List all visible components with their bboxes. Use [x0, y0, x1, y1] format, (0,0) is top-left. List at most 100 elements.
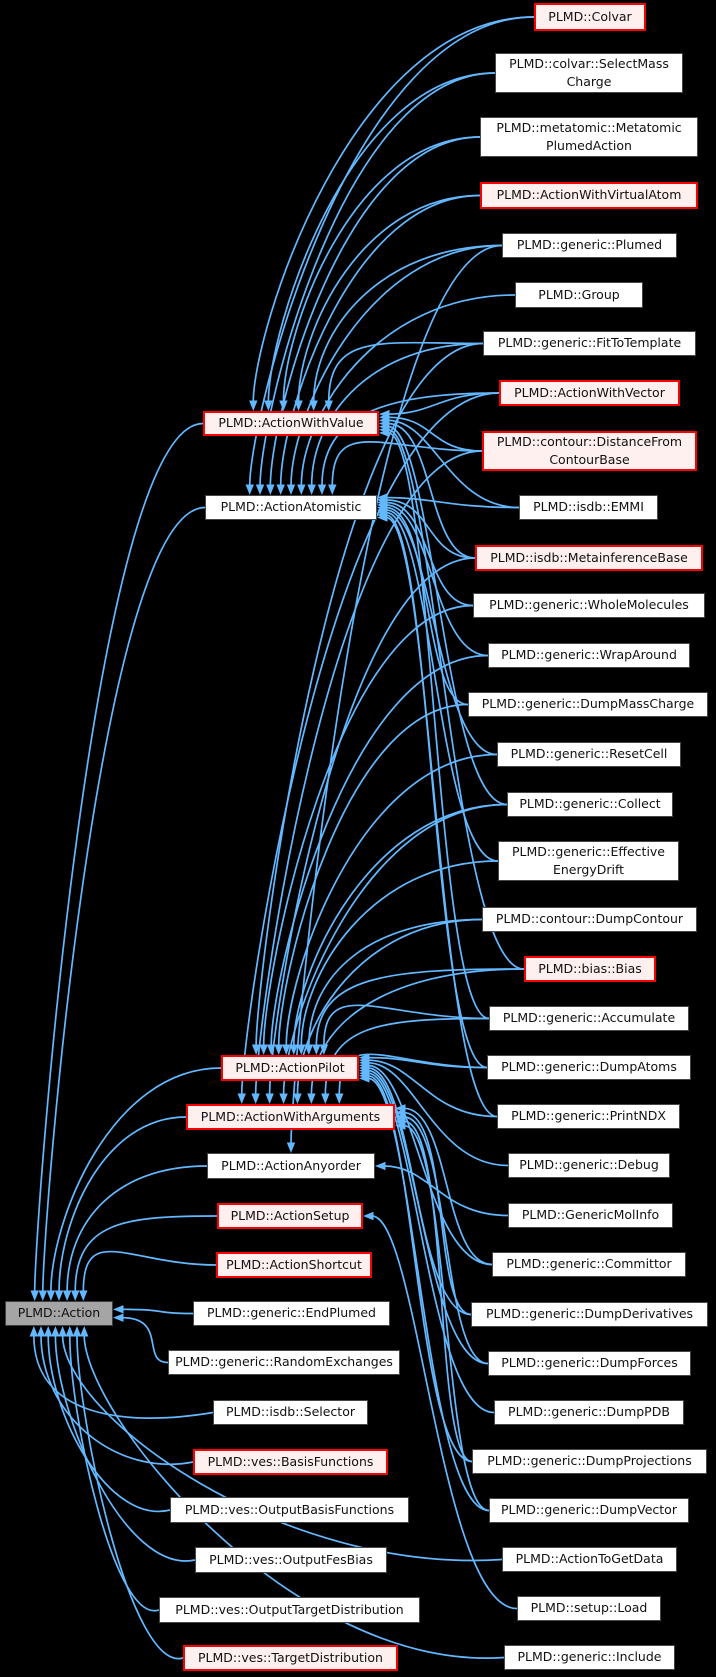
- inheritance-edge-awa-to-action: [58, 1116, 187, 1293]
- inheritance-arrowhead: [379, 428, 390, 438]
- class-node-label: PLMD::ves::OutputTargetDistribution: [175, 1601, 404, 1617]
- inheritance-edge-randomex-to-action: [121, 1316, 169, 1364]
- class-node-outfes[interactable]: PLMD::ves::OutputFesBias: [195, 1547, 387, 1573]
- class-node-awv[interactable]: PLMD::ActionWithValue: [203, 411, 379, 436]
- inheritance-arrowhead: [71, 1290, 80, 1301]
- class-node-collect[interactable]: PLMD::generic::Collect: [507, 792, 673, 817]
- class-node-label: PLMD::ActionSetup: [230, 1207, 350, 1223]
- class-node-label: PLMD::isdb::Selector: [226, 1404, 355, 1420]
- class-node-metainf[interactable]: PLMD::isdb::MetainferenceBase: [475, 545, 703, 571]
- inheritance-arrowhead: [321, 1093, 330, 1104]
- class-node-wholemol[interactable]: PLMD::generic::WholeMolecules: [473, 593, 705, 618]
- class-node-dumpforces[interactable]: PLMD::generic::DumpForces: [488, 1351, 691, 1376]
- class-node-label: PLMD::generic::RandomExchanges: [175, 1354, 393, 1370]
- inheritance-edge-ashort-to-action: [82, 1250, 217, 1293]
- inheritance-arrowhead: [307, 1093, 316, 1104]
- inheritance-arrowhead: [249, 400, 258, 411]
- inheritance-edge-group-to-aat: [300, 294, 516, 487]
- inheritance-arrowhead: [51, 1326, 60, 1337]
- inheritance-arrowhead: [297, 1044, 306, 1055]
- class-node-label: PLMD::generic::Effective: [511, 843, 665, 859]
- class-node-plumed[interactable]: PLMD::generic::Plumed: [502, 233, 677, 258]
- class-node-label: PLMD::ActionToGetData: [515, 1551, 664, 1567]
- class-node-label: PLMD::contour::DumpContour: [495, 911, 684, 927]
- inheritance-edge-awv-to-action: [33, 422, 204, 1293]
- class-node-accumulate[interactable]: PLMD::generic::Accumulate: [489, 1006, 689, 1031]
- class-node-basisf[interactable]: PLMD::ves::BasisFunctions: [193, 1449, 388, 1475]
- class-node-load[interactable]: PLMD::setup::Load: [517, 1596, 661, 1621]
- inheritance-edge-wholemol-to-apilot: [262, 604, 474, 1047]
- class-node-bias[interactable]: PLMD::bias::Bias: [524, 956, 656, 982]
- inheritance-edge-awvirtual-to-aat: [279, 194, 481, 487]
- class-node-dumppdb[interactable]: PLMD::generic::DumpPDB: [494, 1400, 684, 1425]
- inheritance-arrowhead: [46, 1290, 56, 1301]
- inheritance-edge-metainf-to-aat: [385, 499, 476, 559]
- class-node-awvirtual[interactable]: PLMD::ActionWithVirtualAtom: [480, 182, 698, 209]
- inheritance-edge-resetcell-to-apilot: [285, 753, 498, 1047]
- class-node-awa[interactable]: PLMD::ActionWithArguments: [186, 1104, 395, 1130]
- class-node-resetcell[interactable]: PLMD::generic::ResetCell: [497, 742, 681, 767]
- class-node-label: PLMD::ves::BasisFunctions: [207, 1453, 374, 1469]
- inheritance-arrowhead: [113, 1313, 124, 1322]
- class-node-actiontogetdata[interactable]: PLMD::ActionToGetData: [502, 1547, 677, 1572]
- class-node-aany[interactable]: PLMD::ActionAnyorder: [207, 1153, 375, 1179]
- class-node-outbasisf[interactable]: PLMD::ves::OutputBasisFunctions: [170, 1497, 409, 1523]
- inheritance-edge-apilot-to-action: [50, 1067, 222, 1293]
- class-node-dumpmc[interactable]: PLMD::generic::DumpMassCharge: [468, 692, 708, 717]
- class-node-randomex[interactable]: PLMD::generic::RandomExchanges: [168, 1350, 400, 1375]
- class-node-dumpcontour[interactable]: PLMD::contour::DumpContour: [482, 907, 697, 932]
- class-node-label: PLMD::Group: [538, 286, 620, 302]
- class-node-dumpproj[interactable]: PLMD::generic::DumpProjections: [472, 1449, 707, 1474]
- class-node-wraparound[interactable]: PLMD::generic::WrapAround: [488, 643, 690, 668]
- inheritance-edge-metainf-to-awv: [387, 422, 476, 559]
- inheritance-edge-fittotemplate-to-awv: [327, 341, 484, 403]
- class-node-ashort[interactable]: PLMD::ActionShortcut: [216, 1252, 372, 1278]
- class-node-label: PLMD::generic::Include: [517, 1649, 662, 1665]
- class-node-emmi[interactable]: PLMD::isdb::EMMI: [519, 495, 658, 520]
- inheritance-edge-dfcb-to-aat: [331, 441, 483, 487]
- inheritance-edge-aany-to-action: [66, 1165, 208, 1293]
- class-node-label: PLMD::ActionWithVirtualAtom: [496, 187, 682, 203]
- inheritance-edge-selectmc-to-awv: [267, 72, 496, 403]
- class-node-committor[interactable]: PLMD::generic::Committor: [492, 1252, 686, 1277]
- inheritance-arrowhead: [251, 1044, 261, 1055]
- inheritance-arrowhead: [395, 1121, 406, 1130]
- class-node-outtarget[interactable]: PLMD::ves::OutputTargetDistribution: [159, 1597, 420, 1623]
- class-node-label: ContourBase: [549, 452, 630, 467]
- class-node-label: PLMD::Colvar: [548, 8, 632, 24]
- class-node-selector[interactable]: PLMD::isdb::Selector: [213, 1400, 368, 1425]
- class-node-label: PLMD::Action: [17, 1305, 101, 1321]
- inheritance-edge-colvar-to-aat: [248, 16, 535, 487]
- class-node-group[interactable]: PLMD::Group: [515, 282, 643, 308]
- inheritance-edge-dumpvector-to-apilot: [367, 1077, 490, 1512]
- class-node-endplumed[interactable]: PLMD::generic::EndPlumed: [193, 1301, 390, 1326]
- inheritance-edge-plumed-to-aat: [290, 244, 503, 487]
- class-node-asetup[interactable]: PLMD::ActionSetup: [217, 1203, 363, 1229]
- inheritance-edge-dumpcontour-to-apilot: [307, 918, 483, 1047]
- inheritance-edge-endplumed-to-action: [121, 1308, 194, 1315]
- class-node-aat[interactable]: PLMD::ActionAtomistic: [205, 495, 377, 520]
- class-node-molinfo[interactable]: PLMD::GenericMolInfo: [508, 1203, 673, 1228]
- class-node-dumpvector[interactable]: PLMD::generic::DumpVector: [489, 1498, 689, 1523]
- class-node-dumpatoms[interactable]: PLMD::generic::DumpAtoms: [487, 1055, 691, 1080]
- class-node-label: EnergyDrift: [552, 862, 625, 877]
- inheritance-edge-dfcb-to-awa: [254, 450, 483, 1096]
- class-node-targetdist[interactable]: PLMD::ves::TargetDistribution: [183, 1645, 398, 1671]
- class-node-debug[interactable]: PLMD::generic::Debug: [508, 1153, 670, 1178]
- class-node-awvector[interactable]: PLMD::ActionWithVector: [499, 380, 680, 406]
- inheritance-arrowhead: [307, 484, 316, 495]
- inheritance-edge-load-to-asetup: [371, 1215, 518, 1610]
- class-node-label: PLMD::generic::Plumed: [516, 237, 663, 253]
- class-node-fittotemplate[interactable]: PLMD::generic::FitToTemplate: [483, 331, 696, 356]
- class-node-dumpderiv[interactable]: PLMD::generic::DumpDerivatives: [471, 1302, 708, 1327]
- inheritance-edge-collect-to-apilot: [292, 803, 508, 1047]
- class-node-include[interactable]: PLMD::generic::Include: [504, 1645, 675, 1670]
- class-node-printndx[interactable]: PLMD::generic::PrintNDX: [497, 1104, 680, 1129]
- class-node-apilot[interactable]: PLMD::ActionPilot: [221, 1055, 359, 1081]
- class-node-colvar[interactable]: PLMD::Colvar: [534, 3, 646, 31]
